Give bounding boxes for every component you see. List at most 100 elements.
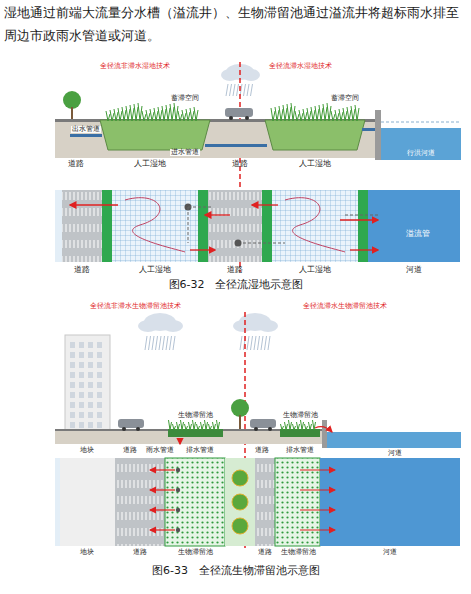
- part-name: 蓄滞空间: [170, 95, 200, 102]
- figure-heading: 全径流非滞水湿地技术: [100, 62, 170, 70]
- wetland-section: [319, 105, 321, 121]
- bioretention-plan: [55, 458, 460, 546]
- wetland-section: [345, 111, 347, 121]
- wetland-section: [170, 104, 172, 121]
- bioretention-plan: [150, 469, 175, 470]
- bioretention-section: [79, 362, 84, 368]
- bioretention-section: [285, 422, 287, 430]
- bioretention-plan: [176, 468, 180, 472]
- cloud: [258, 336, 260, 350]
- wetland-section: [110, 110, 112, 121]
- wetland-plan: [62, 190, 102, 262]
- bioretention-section: [209, 424, 211, 430]
- cloud: [268, 336, 270, 350]
- wetland-plan: [208, 190, 262, 262]
- part-name: 蓄滞空间: [330, 95, 360, 102]
- wetland-plan: [350, 249, 378, 250]
- bioretention-plan: [300, 529, 335, 530]
- bioretention-section: [197, 424, 199, 430]
- bioretention-plan: [225, 458, 255, 546]
- wetland-section: [325, 107, 327, 121]
- bioretention-section: [194, 422, 196, 430]
- wetland-section: [317, 109, 319, 121]
- bioretention-section: [97, 372, 102, 378]
- wetland-plan: [70, 204, 118, 205]
- wetland-plan: [188, 207, 189, 243]
- bioretention-section: [79, 412, 84, 418]
- bioretention-section: [315, 427, 332, 432]
- bioretention-section: [169, 420, 316, 430]
- bioretention-section: [185, 424, 187, 430]
- wetland-section: [108, 114, 110, 121]
- wetland-plan: [345, 215, 378, 216]
- part-name: 生物滞留池: [177, 412, 214, 419]
- bioretention-section: [281, 424, 283, 430]
- cloud: [145, 336, 270, 350]
- part-name: 排水管道: [286, 447, 314, 454]
- wetland-section: [164, 109, 166, 121]
- bioretention-section: [218, 422, 220, 430]
- bioretention-section: [189, 422, 191, 430]
- part-name: 地块: [80, 447, 94, 454]
- wetland-section: [158, 107, 160, 121]
- wetland-section: [339, 109, 341, 121]
- bioretention-section: [79, 372, 84, 378]
- bioretention-plan: [176, 508, 180, 512]
- bioretention-plan: [150, 509, 175, 510]
- part-name: 生物滞留池: [178, 549, 213, 556]
- bioretention-plan: [232, 470, 248, 486]
- cloud: [251, 336, 253, 350]
- cloud: [233, 84, 235, 96]
- wetland-section: [122, 107, 124, 121]
- wetland-section: [174, 103, 176, 121]
- bioretention-plan: [60, 458, 115, 546]
- wetland-plan: [235, 240, 242, 247]
- bioretention-section: [268, 427, 272, 431]
- cloud: [149, 336, 151, 350]
- wetland-section: [114, 109, 116, 121]
- wetland-section: [281, 109, 283, 121]
- bioretention-section: [290, 422, 292, 430]
- wetland-section: [154, 108, 156, 121]
- bioretention-section: [309, 422, 311, 430]
- figure-heading: 全径流非滞水生物滞留池技术: [90, 302, 181, 310]
- bioretention-section: [182, 422, 184, 430]
- cloud: [145, 336, 147, 350]
- wetland-plan: [368, 190, 460, 262]
- cloud: [247, 336, 249, 350]
- bioretention-section: [179, 438, 180, 444]
- wetland-plan: [125, 198, 185, 252]
- bioretention-section: [97, 342, 102, 348]
- part-name: 道路: [232, 160, 248, 169]
- wetland-section: [271, 108, 273, 121]
- body-paragraph: 湿地通过前端大流量分水槽（溢流井）、生物滞留池通过溢流井将超标雨水排至周边市政雨…: [4, 2, 467, 48]
- wetland-section: [315, 106, 317, 121]
- wetland-section: [144, 114, 146, 121]
- bioretention-section: [174, 426, 176, 430]
- wetland-section: [329, 106, 331, 121]
- bioretention-plan: [232, 518, 248, 534]
- bioretention-section: [70, 362, 75, 368]
- bioretention-section: [294, 426, 296, 430]
- part-name: 道路: [68, 160, 84, 169]
- part-name: 道路: [74, 266, 90, 275]
- cloud: [226, 84, 228, 96]
- bioretention-section: [170, 422, 172, 430]
- cloud: [251, 84, 253, 96]
- bioretention-plan: [165, 458, 225, 546]
- bioretention-plan: [300, 489, 335, 490]
- cloud: [244, 84, 246, 96]
- bioretention-plan: [150, 529, 175, 530]
- wetland-section: [205, 144, 267, 147]
- bioretention-section: [186, 426, 188, 430]
- bioretention-plan: [55, 458, 460, 546]
- bioretention-section: [314, 422, 316, 430]
- bioretention-section: [298, 424, 300, 430]
- bioretention-section: [97, 402, 102, 408]
- wetland-plan: [55, 190, 460, 262]
- bioretention-section: [297, 422, 299, 430]
- bioretention-section: [327, 432, 461, 448]
- bioretention-plan: [150, 470, 335, 530]
- wetland-section: [331, 111, 333, 121]
